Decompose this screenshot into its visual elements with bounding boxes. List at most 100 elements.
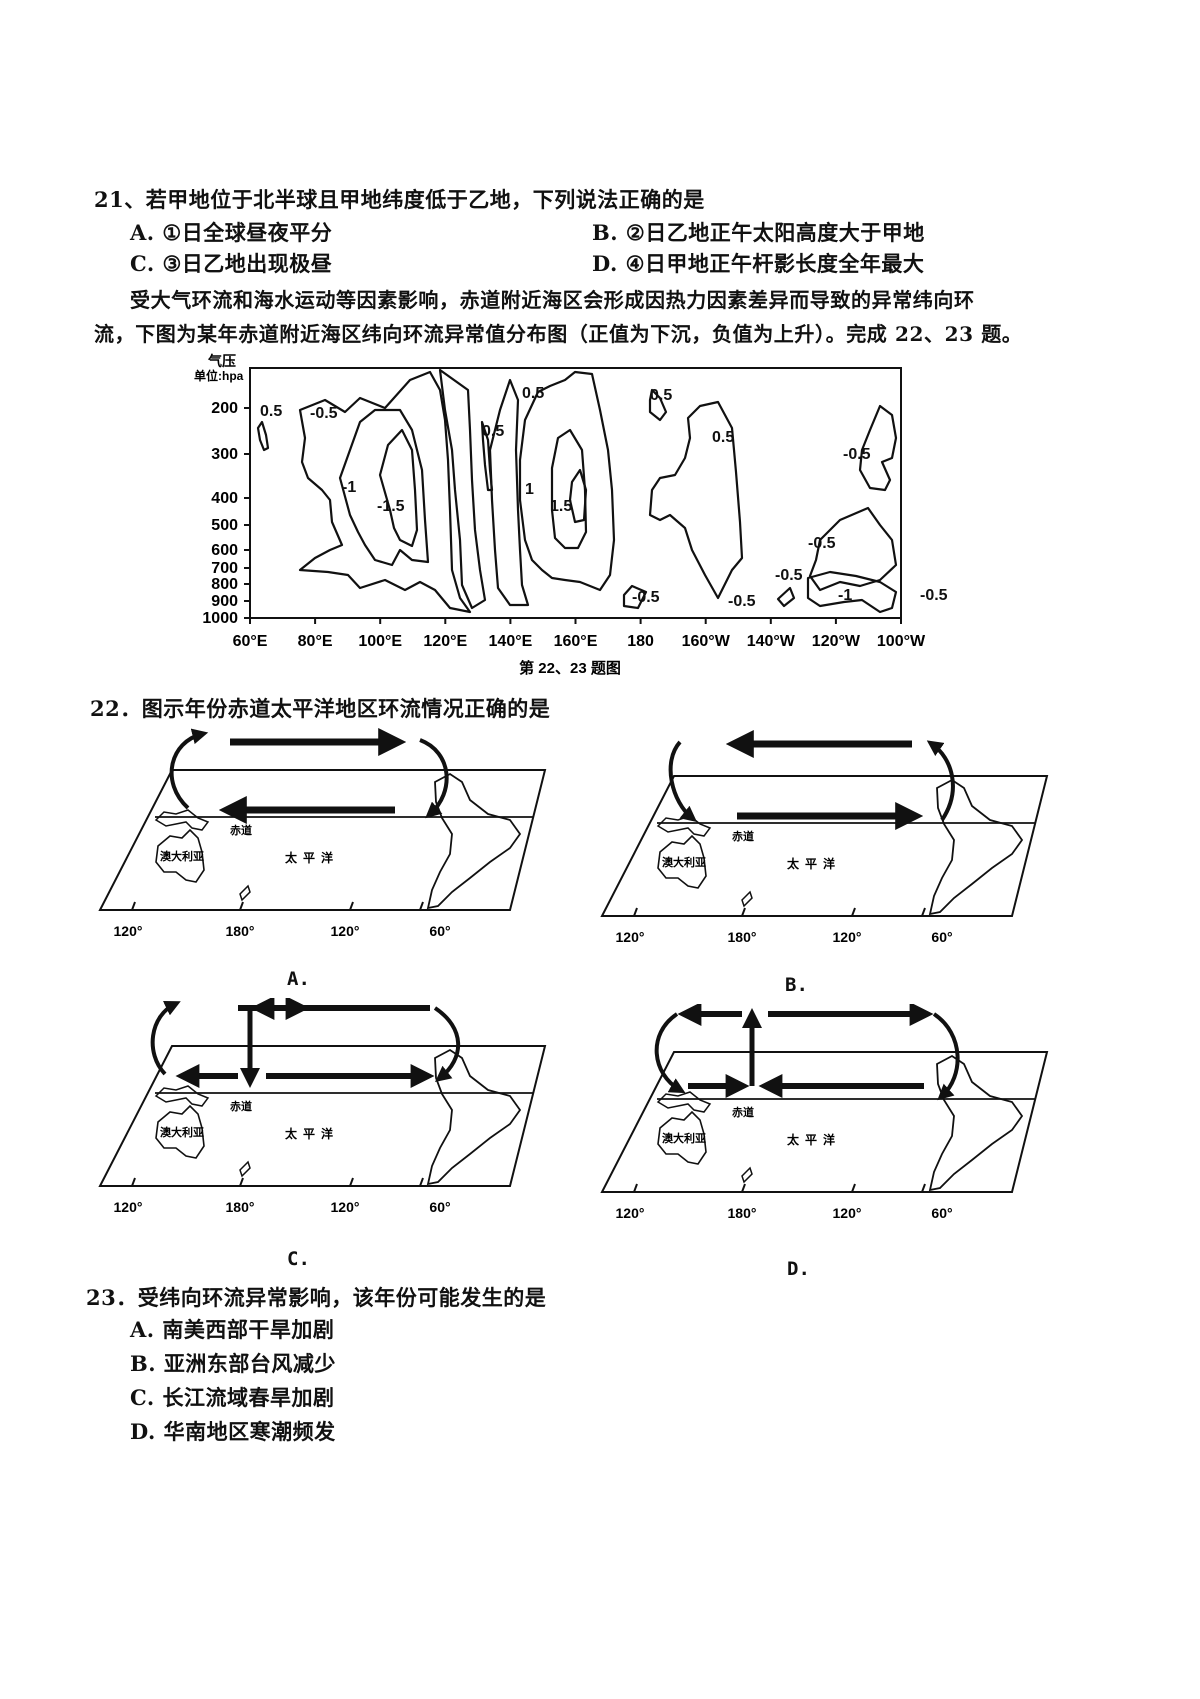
y-tick-label: 200 (211, 400, 238, 417)
q23-option-b: B. 亚洲东部台风减少 (130, 1351, 336, 1376)
longitude-label: 120° (331, 1199, 360, 1215)
y-tick-label: 300 (211, 446, 238, 463)
y-tick-label: 900 (211, 593, 238, 610)
contour-label: -0.5 (728, 593, 756, 610)
map-plate (600, 775, 1049, 917)
contour-label: 1.5 (550, 498, 572, 515)
contour-label: -0.5 (775, 567, 803, 584)
x-tick-label: 80°E (298, 633, 333, 650)
q23-stem: 23．受纬向环流异常影响，该年份可能发生的是 (86, 1285, 547, 1310)
equator-label: 赤道 (732, 1105, 754, 1119)
longitude-tick (239, 1177, 244, 1187)
longitude-tick (851, 907, 856, 917)
longitude-tick (921, 1183, 926, 1193)
q22-option-c-label: C. (287, 1248, 310, 1270)
indonesia-outline (656, 815, 712, 837)
x-tick-label: 60°E (233, 633, 268, 650)
y-tick-label: 700 (211, 560, 238, 577)
indonesia-outline (154, 1085, 210, 1107)
contour-label: -1 (838, 587, 852, 604)
longitude-tick (349, 1177, 354, 1187)
equator-label: 赤道 (230, 823, 252, 837)
australia-label: 澳大利亚 (160, 849, 204, 863)
x-tick-label: 160°W (682, 633, 731, 650)
contour-label: -0.5 (310, 405, 338, 422)
q22-stem: 22．图示年份赤道太平洋地区环流情况正确的是 (90, 696, 551, 721)
chart-ylabel-1: 气压 (207, 353, 236, 369)
x-tick-label: 100°W (877, 633, 926, 650)
y-tick-label: 800 (211, 576, 238, 593)
longitude-tick (419, 901, 424, 911)
x-tick-label: 160°E (554, 633, 598, 650)
contour-label: 0.5 (482, 423, 504, 440)
longitude-tick (131, 901, 136, 911)
q22-option-a-label: A. (287, 968, 310, 990)
contour-label: 0.5 (522, 385, 544, 402)
west-loop-arrow (654, 1012, 686, 1094)
australia-outline (155, 828, 205, 883)
south-america-outline (426, 1048, 522, 1186)
longitude-label: 120° (114, 923, 143, 939)
east-loop-arrow (932, 1012, 960, 1101)
longitude-label: 60° (931, 929, 952, 945)
x-tick-label: 140°W (747, 633, 796, 650)
longitude-tick (851, 1183, 856, 1193)
q22-map-a: 120°180°120°60°赤道澳大利亚太平洋 (90, 722, 560, 974)
longitude-tick (239, 901, 244, 911)
walker-circulation-map: 120°180°120°60°赤道澳大利亚太平洋 (98, 728, 547, 939)
contour-label: -0.5 (920, 587, 948, 604)
east-sinking-arrow (419, 738, 449, 819)
longitude-tick (921, 907, 926, 917)
contour-lines (256, 368, 898, 614)
west-sinking-arrow (668, 740, 697, 823)
longitude-label: 60° (429, 1199, 450, 1215)
longitude-label: 180° (728, 1205, 757, 1221)
contour-label: 0.5 (650, 387, 672, 404)
south-america-outline (928, 778, 1024, 916)
q21-stem: 21、若甲地位于北半球且甲地纬度低于乙地，下列说法正确的是 (94, 187, 705, 212)
contour-label: -0.5 (808, 535, 836, 552)
q22-map-b: 120°180°120°60°赤道澳大利亚太平洋 (592, 728, 1062, 980)
australia-label: 澳大利亚 (160, 1125, 204, 1139)
pacific-label: 太平洋 (285, 850, 339, 865)
west-loop-arrow (150, 1000, 181, 1076)
contour-label: -0.5 (632, 589, 660, 606)
q22-option-b-label: B. (785, 974, 808, 996)
pacific-label: 太平洋 (285, 1126, 339, 1141)
contour-label: 0.5 (260, 403, 282, 420)
longitude-label: 60° (931, 1205, 952, 1221)
longitude-label: 120° (331, 923, 360, 939)
indonesia-outline (656, 1091, 712, 1113)
chart-ylabel-2: 单位:hpa (194, 368, 244, 383)
contour-label: -1.5 (377, 498, 405, 515)
map-plate (98, 769, 547, 911)
longitude-label: 180° (226, 923, 255, 939)
x-tick-label: 140°E (489, 633, 533, 650)
east-loop-arrow (433, 1006, 461, 1083)
walker-circulation-map: 120°180°120°60°赤道澳大利亚太平洋 (600, 1002, 1049, 1221)
longitude-tick (633, 1183, 638, 1193)
q22-map-c: 120°180°120°60°赤道澳大利亚太平洋 (90, 996, 560, 1250)
x-tick-label: 120°E (423, 633, 467, 650)
q23-option-c: C. 长江流域春旱加剧 (130, 1385, 335, 1410)
australia-outline (155, 1104, 205, 1159)
australia-outline (657, 834, 707, 889)
equator-label: 赤道 (230, 1099, 252, 1113)
y-tick-label: 1000 (202, 610, 238, 627)
new-zealand-outline (239, 884, 251, 902)
longitude-label: 120° (833, 929, 862, 945)
longitude-tick (633, 907, 638, 917)
x-tick-label: 120°W (812, 633, 861, 650)
indonesia-outline (154, 809, 210, 831)
australia-outline (657, 1110, 707, 1165)
q21-option-d: D. ④日甲地正午杆影长度全年最大 (592, 251, 925, 276)
q23-option-d: D. 华南地区寒潮频发 (130, 1419, 336, 1444)
map-plate (98, 1045, 547, 1187)
q23-option-a: A. 南美西部干旱加剧 (130, 1317, 335, 1342)
longitude-label: 120° (616, 1205, 645, 1221)
australia-label: 澳大利亚 (662, 1131, 706, 1145)
longitude-tick (349, 901, 354, 911)
q22-option-d-label: D. (787, 1258, 810, 1280)
